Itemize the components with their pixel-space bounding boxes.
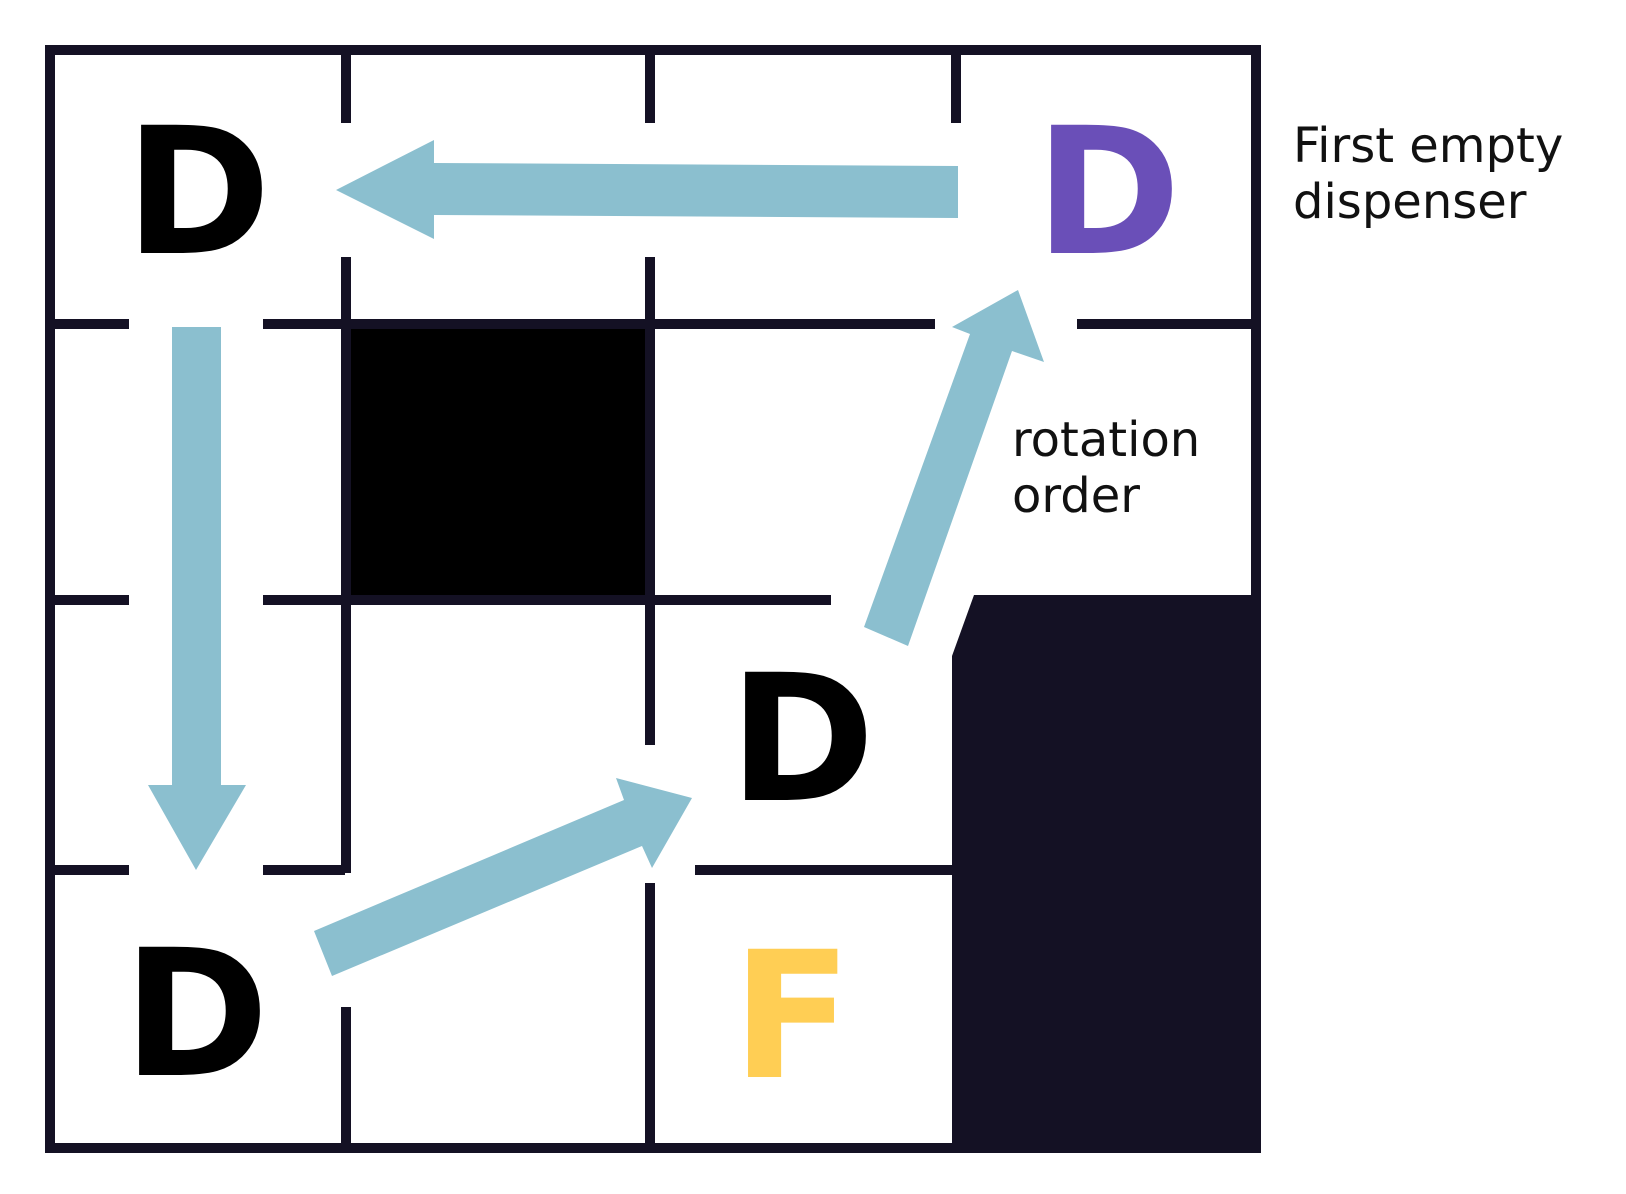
blocked-cells [342, 320, 1256, 1148]
arrow-bottom-to-middle [314, 778, 692, 976]
annotations: First empty dispenser rotation order [1012, 118, 1563, 524]
dispenser-bottom-left: D [123, 912, 269, 1117]
rotation-label-line1: rotation [1012, 412, 1200, 468]
first-empty-label-line2: dispenser [1293, 174, 1527, 230]
arrow-top-left [336, 140, 958, 239]
dispenser-top-right: D [1035, 90, 1181, 295]
dispenser-middle: D [729, 637, 875, 842]
arrow-down-left [148, 327, 246, 870]
fuel-cell: F [732, 914, 852, 1119]
arrow-middle-to-top [864, 290, 1044, 646]
blocked-cell-center [342, 320, 652, 603]
dispenser-top-left: D [125, 90, 271, 295]
first-empty-label-line1: First empty [1293, 118, 1563, 174]
rotation-arrows [148, 140, 1044, 976]
cell-letters: D D D D F [123, 90, 1181, 1119]
rotation-label-line2: order [1012, 468, 1140, 524]
blocked-cell-right [952, 595, 1256, 1148]
grid-lines [45, 45, 1261, 1153]
